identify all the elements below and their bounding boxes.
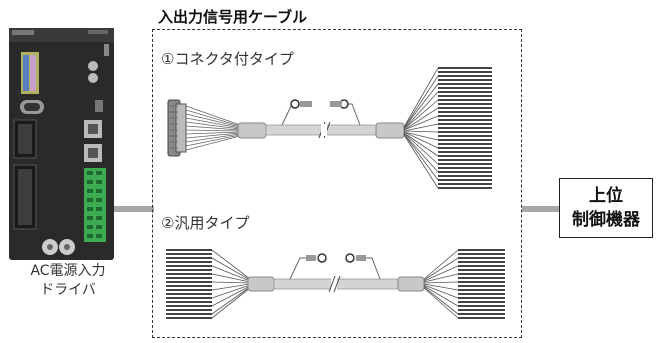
driver-label: AC電源入力 ドライバ	[18, 262, 118, 300]
generic-type-cable	[166, 249, 505, 319]
connector-type-label: ①コネクタ付タイプ	[161, 50, 294, 68]
cable-section-title: 入出力信号用ケーブル	[158, 8, 308, 26]
generic-type-label: ②汎用タイプ	[161, 214, 250, 232]
connector-type-cable	[167, 67, 492, 189]
host-controller-box: 上位 制御機器	[559, 178, 653, 238]
driver-label-line2: ドライバ	[40, 282, 96, 298]
driver-to-cable-line	[114, 206, 154, 212]
green-terminal-block	[84, 168, 106, 242]
driver-label-line1: AC電源入力	[30, 263, 106, 279]
host-label-line1: 上位	[589, 186, 623, 206]
cable-to-host-line	[522, 206, 559, 212]
host-label-line2: 制御機器	[572, 210, 640, 230]
driver-top-connector	[21, 52, 39, 94]
ac-driver-unit	[9, 28, 114, 260]
cable-options-frame	[152, 29, 522, 338]
